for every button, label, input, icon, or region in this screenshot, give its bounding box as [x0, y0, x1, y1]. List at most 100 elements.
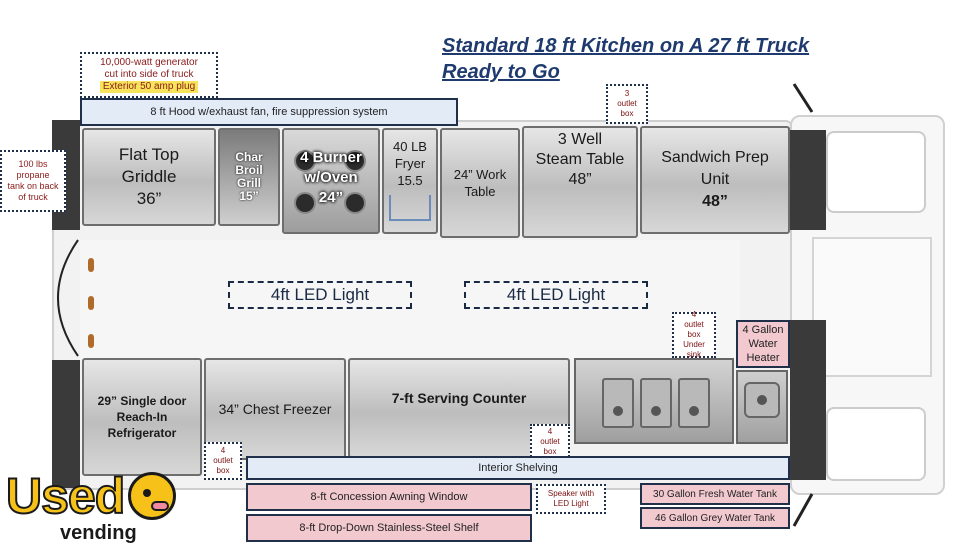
heater-line-3: Heater: [746, 352, 780, 364]
reach-in-refrigerator: 29” Single door Reach-In Refrigerator: [82, 358, 202, 476]
burner-icon: [344, 150, 366, 172]
outlet-box-under-sink: 4 outlet box Under sink: [672, 310, 716, 359]
sink-bowl: [640, 378, 672, 428]
fryer-line-2: Fryer: [394, 156, 426, 171]
fryer-line-3: 15.5: [397, 173, 423, 188]
wall-vent-icon: [88, 296, 94, 310]
drain-icon: [651, 406, 661, 416]
worktable-line-2: Table: [464, 184, 496, 199]
griddle-line-2: Griddle: [121, 167, 177, 186]
generator-callout: 10,000-watt generator cut into side of t…: [80, 52, 218, 98]
outlet-top-line-2: outlet: [617, 99, 637, 108]
burner-line-3: 24”: [318, 189, 344, 206]
outlet-sink-line-3: box: [687, 330, 701, 339]
drain-icon: [613, 406, 623, 416]
mirror-bottom-icon: [792, 493, 814, 527]
concession-awning-window: 8-ft Concession Awning Window: [246, 483, 532, 511]
sandwich-line-1: Sandwich Prep: [661, 149, 769, 166]
mirror-top-icon: [792, 83, 814, 113]
rear-door-arc-icon: [57, 239, 79, 357]
sandwich-line-3: 48”: [702, 193, 728, 210]
cab-seat-bottom: [826, 407, 926, 481]
cab-seat-top: [826, 131, 926, 213]
drain-icon: [757, 395, 767, 405]
freezer-label: 34” Chest Freezer: [218, 401, 332, 417]
drop-down-shelf: 8-ft Drop-Down Stainless-Steel Shelf: [246, 514, 532, 542]
burner-icon: [294, 192, 316, 214]
speaker-line-1: Speaker with: [547, 489, 595, 498]
outlet-box-counter: 4 outlet box: [530, 424, 570, 460]
counter-label: 7-ft Serving Counter: [391, 390, 527, 406]
propane-line-2: propane: [16, 170, 50, 180]
charbroil-line-2: Broil: [235, 163, 263, 177]
steamtable-line-3: 48”: [568, 171, 592, 188]
propane-line-3: tank on back: [7, 181, 59, 191]
outlet-fridge-line-3: box: [216, 466, 230, 475]
generator-line-2: cut into side of truck: [104, 69, 194, 80]
charbroil-line-3: Grill: [236, 176, 261, 190]
burner-icon: [344, 192, 366, 214]
cab-wall-bottom: [790, 320, 826, 480]
griddle-line-1: Flat Top: [118, 145, 180, 164]
charbroil-line-1: Char: [235, 150, 263, 164]
logo-word-used: Used: [5, 468, 126, 524]
propane-callout: 100 lbs propane tank on back of truck: [0, 150, 66, 212]
sandwich-line-2: Unit: [700, 171, 730, 188]
fryer-line-1: 40 LB: [393, 139, 427, 154]
griddle-line-3: 36”: [136, 189, 162, 208]
fresh-water-tank: 30 Gallon Fresh Water Tank: [640, 483, 790, 505]
chest-freezer: 34” Chest Freezer: [204, 358, 346, 460]
interior-shelving: Interior Shelving: [246, 456, 790, 480]
sink-bowl: [678, 378, 710, 428]
fridge-line-2: Reach-In: [116, 410, 168, 424]
flat-top-griddle: Flat Top Griddle 36”: [82, 128, 216, 226]
water-heater: 4 Gallon Water Heater: [736, 320, 790, 368]
led-light-right: 4ft LED Light: [464, 281, 648, 309]
logo-eye-icon: [143, 489, 151, 497]
diagram-title: Standard 18 ft Kitchen on A 27 ft Truck …: [442, 33, 809, 85]
outlet-sink-line-2: outlet: [684, 320, 704, 329]
heater-line-1: 4 Gallon: [742, 324, 784, 336]
outlet-counter-line-3: box: [543, 447, 557, 456]
sink-bowl: [602, 378, 634, 428]
cab-console: [812, 237, 932, 377]
outlet-top-line-3: box: [620, 109, 634, 118]
three-compartment-sink: [574, 358, 734, 444]
drain-icon: [689, 406, 699, 416]
used-vending-logo: Used vending: [5, 468, 181, 552]
outlet-counter-line-2: outlet: [540, 437, 560, 446]
steamtable-line-2: Steam Table: [535, 151, 625, 168]
heater-line-2: Water: [748, 338, 778, 350]
hand-sink-bowl: [744, 382, 780, 418]
wall-vent-icon: [88, 258, 94, 272]
outlet-counter-line-1: 4: [547, 427, 553, 436]
title-line-2: Ready to Go: [442, 61, 560, 83]
char-broil-grill: Char Broil Grill 15”: [218, 128, 280, 226]
fryer-basket-icon: [389, 195, 431, 221]
work-table: 24” Work Table: [440, 128, 520, 238]
rear-wall-bottom: [52, 360, 80, 488]
generator-line-3: Exterior 50 amp plug: [99, 81, 199, 93]
led-light-left: 4ft LED Light: [228, 281, 412, 309]
outlet-box-top: 3 outlet box: [606, 84, 648, 124]
outlet-sink-line-1: 4: [691, 310, 697, 319]
charbroil-line-4: 15”: [239, 189, 259, 203]
generator-line-1: 10,000-watt generator: [100, 57, 198, 68]
steamtable-line-1: 3 Well: [557, 131, 603, 148]
fryer: 40 LB Fryer 15.5: [382, 128, 438, 234]
wall-vent-icon: [88, 334, 94, 348]
propane-line-1: 100 lbs: [18, 159, 48, 169]
hand-sink: [736, 370, 788, 444]
hood-label: 8 ft Hood w/exhaust fan, fire suppressio…: [80, 98, 458, 126]
logo-snout-icon: [151, 501, 169, 511]
outlet-sink-line-4: Under: [683, 340, 705, 349]
speaker-led-callout: Speaker with LED Light: [536, 484, 606, 514]
logo-piggy-icon: [128, 472, 176, 520]
speaker-line-2: LED Light: [553, 499, 589, 508]
cab-wall-top: [790, 130, 826, 230]
propane-line-4: of truck: [18, 192, 48, 202]
outlet-sink-line-5: sink: [686, 350, 702, 359]
title-line-1: Standard 18 ft Kitchen on A 27 ft Truck: [442, 35, 810, 57]
worktable-line-1: 24” Work: [453, 167, 507, 182]
four-burner-oven: 4 Burner w/Oven 24”: [282, 128, 380, 234]
